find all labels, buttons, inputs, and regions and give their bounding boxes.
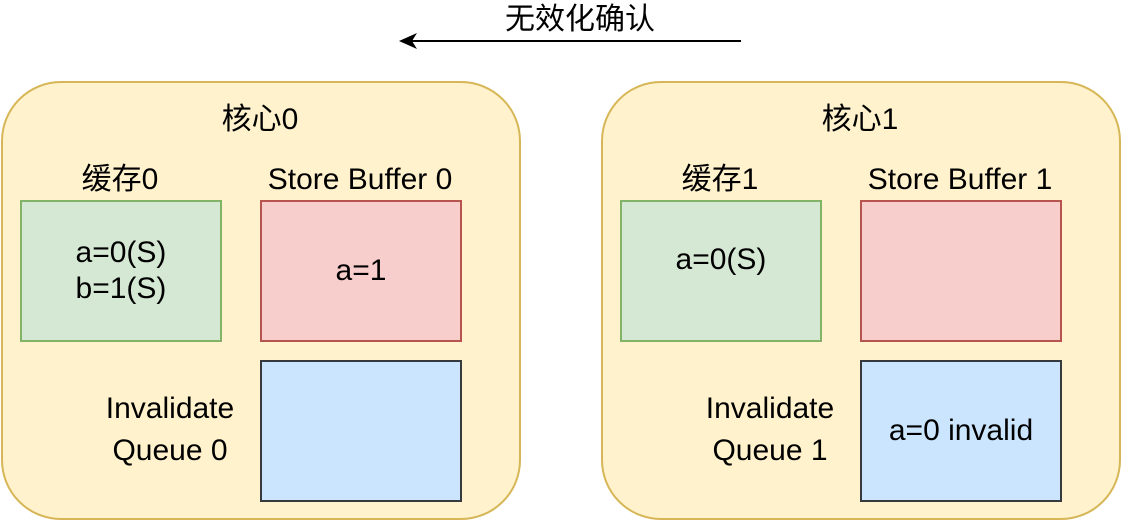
core-1-store-buffer-label: Store Buffer 1 xyxy=(867,163,1053,196)
arrow-head xyxy=(399,33,417,49)
core-1-invalidate-queue-box: a=0 invalid xyxy=(860,360,1062,502)
core-1-invalidate-queue-label-line: Invalidate xyxy=(705,392,835,425)
core-0-cache-line: b=1(S) xyxy=(75,272,167,305)
core-1-title: 核心1 xyxy=(821,103,899,136)
core-0-invalidate-queue-label-line: Queue 0 xyxy=(112,434,228,467)
core-0-invalidate-queue-label-line: Invalidate xyxy=(105,392,235,425)
invalidate-ack-label: 无效化确认 xyxy=(505,3,655,36)
core-0-cache-label: 缓存0 xyxy=(81,163,159,196)
core-1-store-buffer-box xyxy=(860,200,1062,342)
core-0-cache-line: a=0(S) xyxy=(75,236,167,269)
core-0-invalidate-queue-box xyxy=(260,360,462,502)
core-0-store-buffer-label: Store Buffer 0 xyxy=(267,163,453,196)
core-0-cache-box: a=0(S) b=1(S) xyxy=(20,200,222,342)
core-1-cache-line: a=0(S) xyxy=(675,243,767,276)
core-1-cache-label: 缓存1 xyxy=(681,163,759,196)
core-1-cache-box: a=0(S) xyxy=(620,200,822,342)
invalidate-ack-arrow xyxy=(399,33,741,49)
core-1-invalidate-queue-label: Invalidate Queue 1 xyxy=(680,388,860,472)
core-1-invalidate-queue-label-line: Queue 1 xyxy=(712,434,828,467)
core-0-invalidate-queue-label: Invalidate Queue 0 xyxy=(80,388,260,472)
core-0-store-buffer-entry: a=1 xyxy=(335,254,387,287)
core-0-title: 核心0 xyxy=(221,103,299,136)
core-1-invalidate-queue-entry: a=0 invalid xyxy=(888,414,1034,447)
core-0-store-buffer-box: a=1 xyxy=(260,200,462,342)
